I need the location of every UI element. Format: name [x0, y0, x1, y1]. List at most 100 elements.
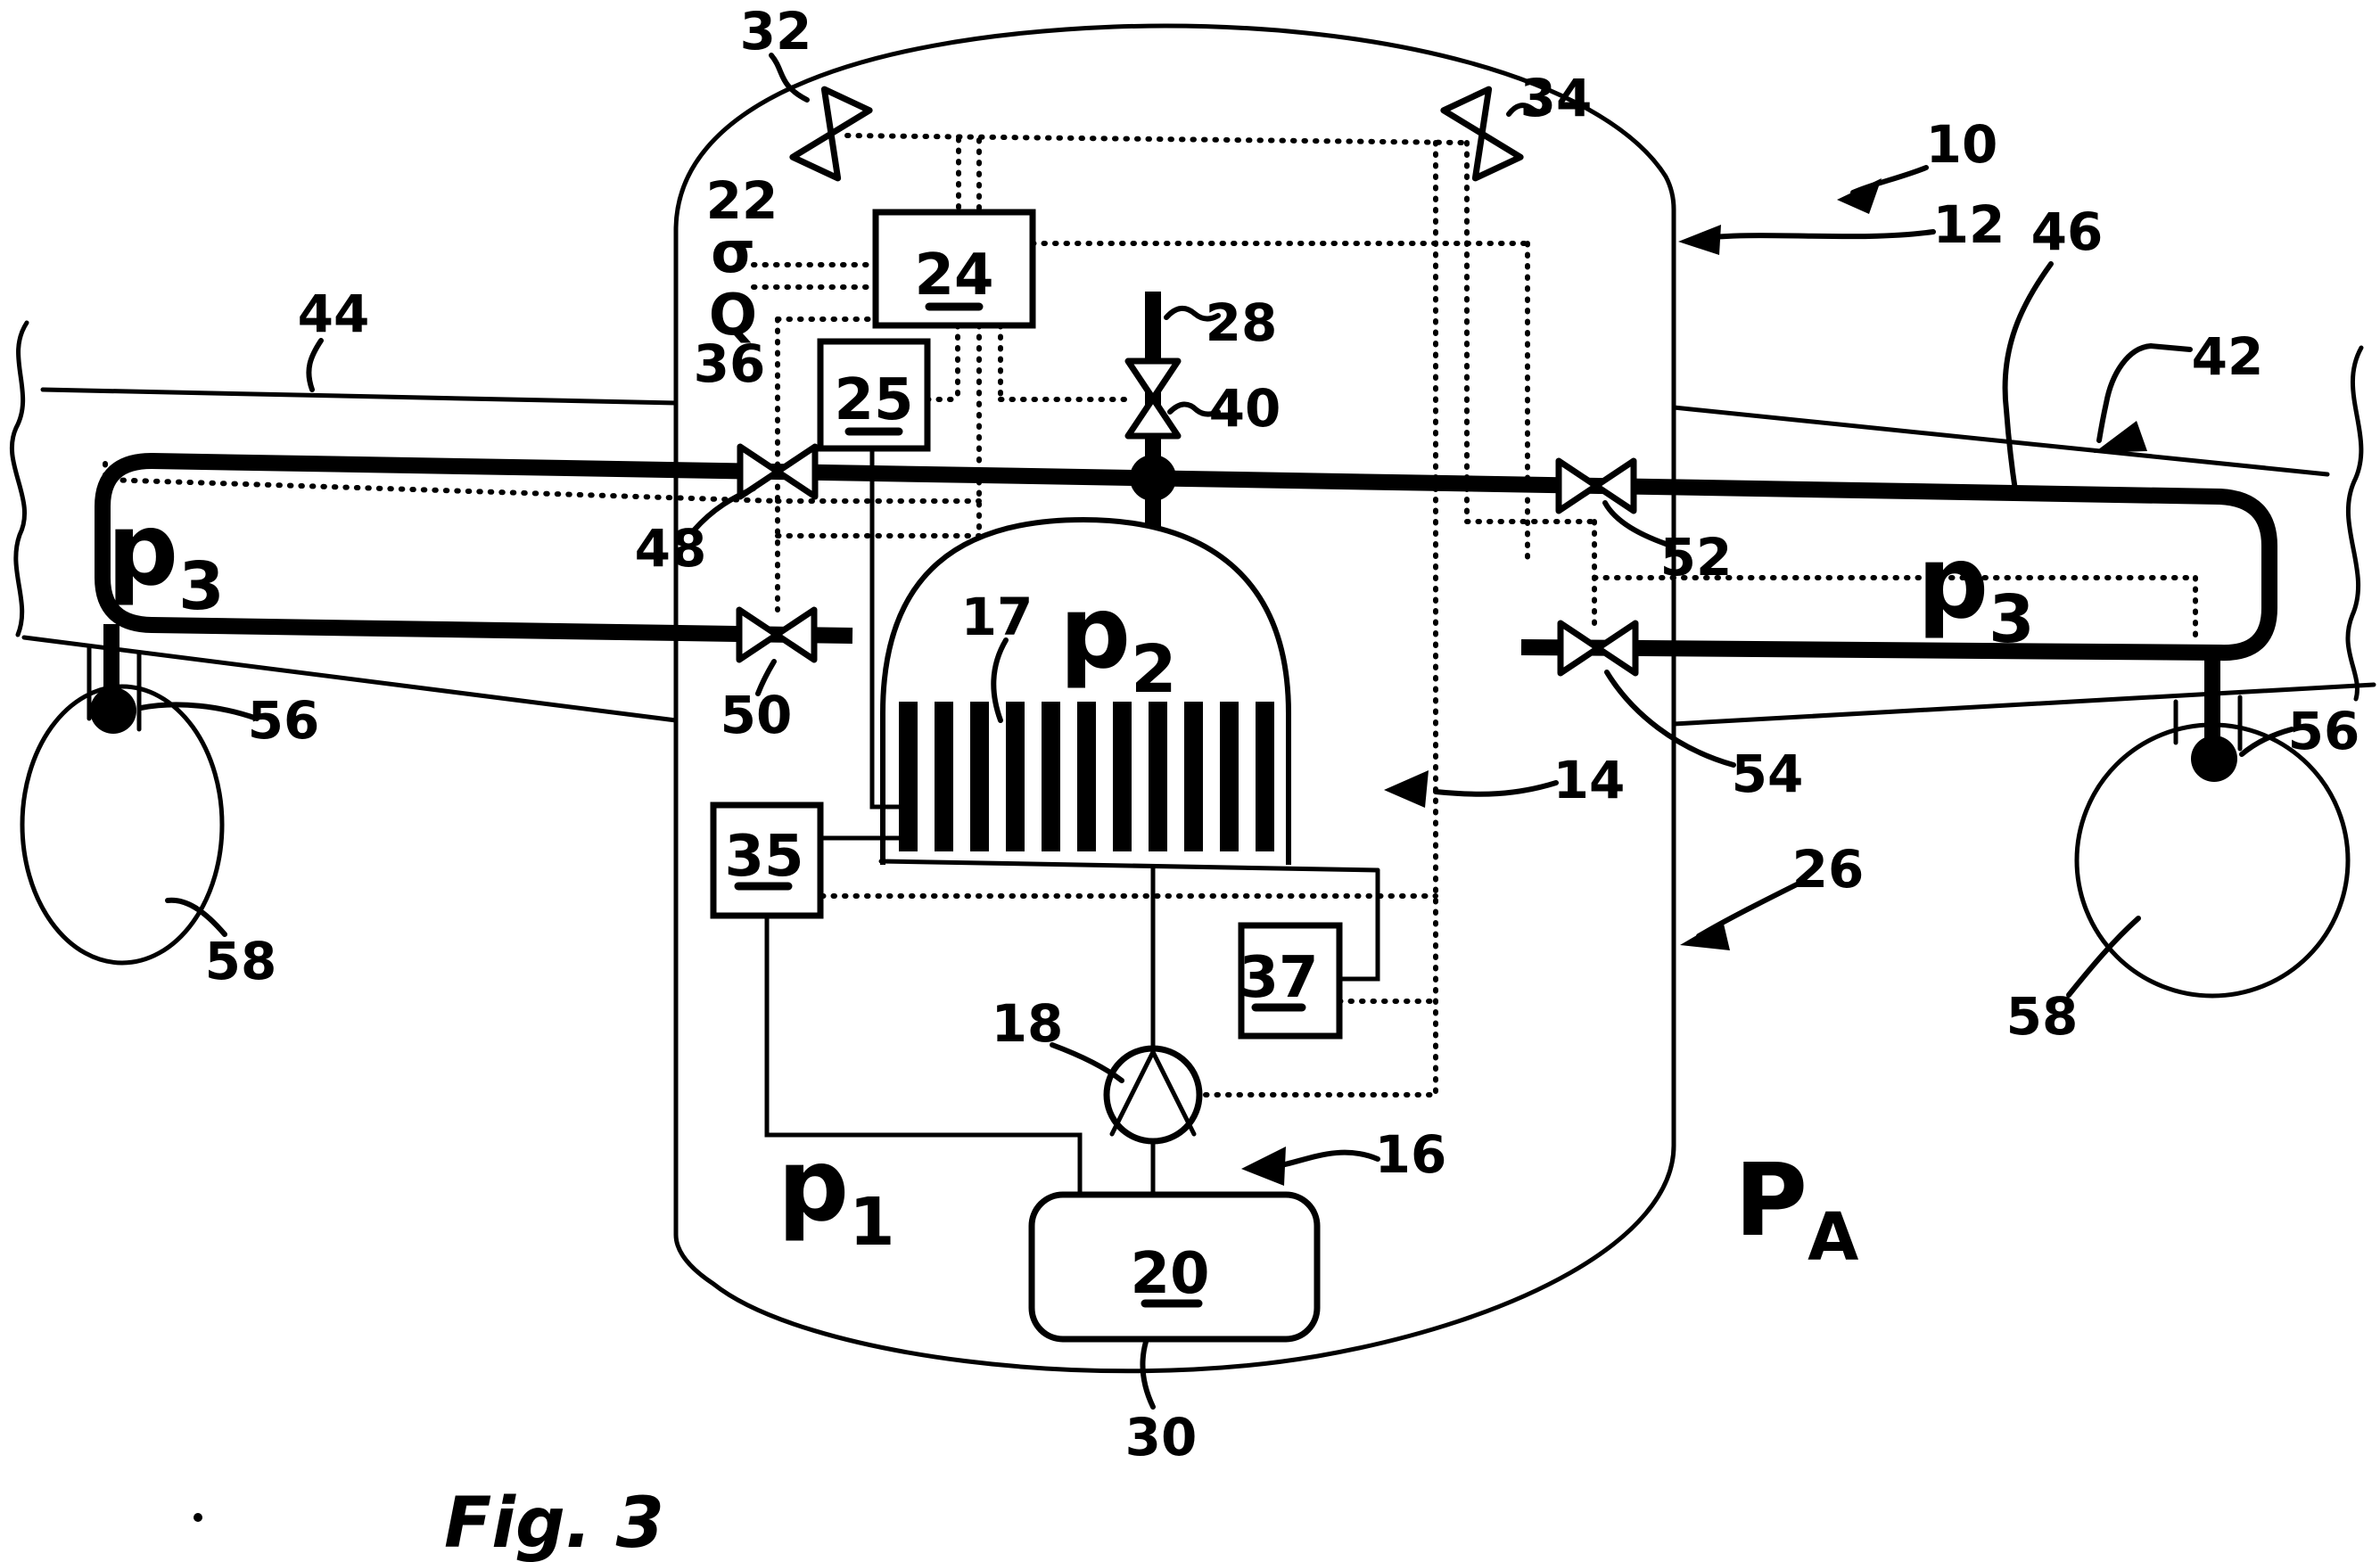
- fuselage-outline: [673, 23, 1676, 1374]
- label-35: 35: [724, 824, 803, 890]
- feed-valve-54: [1557, 620, 1639, 677]
- label-flow-sensor: Q: [709, 283, 757, 349]
- arrow-14-line: [1433, 780, 1559, 797]
- leader-46: [2002, 261, 2054, 493]
- leader-50: [755, 659, 777, 696]
- wing-left-bottom-edge: [21, 635, 679, 723]
- leaders-and-arrows: [138, 53, 2294, 1410]
- label-10: 10: [1926, 114, 1998, 175]
- label-42: 42: [2192, 326, 2264, 387]
- stack-bottom-line: [878, 859, 1380, 873]
- label-22: 22: [706, 170, 778, 231]
- crossfeed-valve-52: [1555, 457, 1637, 514]
- wing-right-top-edge: [1671, 405, 2330, 477]
- outflow-valve-32: [789, 86, 873, 182]
- arrow-16-line: [1274, 1149, 1380, 1169]
- leader-34: [1506, 103, 1551, 117]
- label-12: 12: [1933, 194, 2005, 255]
- label-56-left: 56: [248, 690, 320, 751]
- leader-56-right: [2239, 727, 2294, 757]
- fuel-crossfeed-line: [95, 453, 2277, 662]
- pressure-label-center-tank: p2: [1059, 575, 1177, 708]
- label-54: 54: [1732, 744, 1804, 804]
- label-14: 14: [1553, 750, 1626, 810]
- label-30: 30: [1125, 1407, 1198, 1467]
- arrow-26-head: [1680, 920, 1730, 950]
- label-56-right: 56: [2288, 701, 2360, 761]
- control-line-vent32-vent34: [844, 133, 1465, 145]
- leader-52: [1602, 500, 1668, 547]
- pump-triangle-icon: [1109, 1049, 1197, 1137]
- arrow-14-head: [1384, 770, 1429, 808]
- label-16: 16: [1375, 1124, 1447, 1185]
- label-46: 46: [2031, 201, 2104, 262]
- line-35-to-unit20: [764, 913, 1083, 1196]
- leader-48: [691, 486, 756, 533]
- leader-30: [1140, 1339, 1156, 1410]
- line-25-to-stack: [869, 446, 903, 810]
- fuel-pickup-dot-right: [2191, 736, 2237, 782]
- leader-44: [306, 338, 324, 392]
- valves: [736, 86, 1639, 677]
- engine-left: [20, 684, 225, 966]
- pylon-right-ticks: [2173, 695, 2243, 752]
- leader-32: [769, 53, 810, 103]
- wing-left-break-line: [10, 320, 29, 637]
- label-58-right: 58: [2006, 986, 2079, 1047]
- pressure-label-ambient: PA: [1734, 1143, 1858, 1276]
- arrow-42-line: [2096, 342, 2193, 443]
- pressure-label-wing-left: p3: [107, 492, 225, 625]
- label-52: 52: [1660, 527, 1733, 588]
- label-40: 40: [1209, 378, 1281, 439]
- leader-58-left: [165, 897, 227, 937]
- leader-54: [1604, 670, 1736, 768]
- arrow-12-line: [1693, 229, 1936, 242]
- label-28: 28: [1206, 292, 1278, 353]
- wing-left-top-edge: [40, 387, 679, 406]
- label-24: 24: [914, 243, 993, 308]
- label-48: 48: [635, 518, 707, 579]
- pylon-left-ticks: [86, 645, 142, 732]
- label-36: 36: [694, 333, 766, 394]
- label-37: 37: [1239, 945, 1318, 1011]
- engine-right: [2074, 722, 2351, 999]
- wing-right-bottom-edge: [1671, 682, 2376, 727]
- label-sigma-sensor: σ: [711, 220, 755, 286]
- leader-40: [1167, 401, 1221, 417]
- wing-right-break-line: [2345, 345, 2364, 702]
- fuel-pickup-dot-left: [90, 687, 136, 734]
- label-32: 32: [740, 1, 812, 62]
- label-58-left: 58: [205, 931, 277, 991]
- sensor-box-37: [1238, 922, 1343, 1040]
- vent-valve-40: [1124, 358, 1182, 440]
- pressure-label-wing-right: p3: [1917, 525, 2035, 658]
- label-25: 25: [834, 367, 913, 433]
- arrow-10-head: [1837, 178, 1882, 214]
- figure-caption: Fig. 3: [444, 1484, 664, 1562]
- label-17: 17: [961, 587, 1034, 647]
- box-number-underlines: [734, 302, 1306, 1308]
- leader-58-right: [2066, 916, 2141, 998]
- pump-18: [1103, 1045, 1203, 1145]
- label-18: 18: [992, 993, 1064, 1054]
- pressure-label-cabin: p1: [778, 1128, 895, 1261]
- arrow-16-head: [1241, 1147, 1286, 1186]
- label-34: 34: [1520, 68, 1593, 128]
- line-stack-to-37: [1337, 867, 1380, 982]
- stray-ink-dot: [194, 1513, 202, 1522]
- label-50: 50: [721, 685, 793, 745]
- leader-28: [1164, 306, 1221, 322]
- outflow-valve-34: [1440, 86, 1524, 182]
- arrow-12-head: [1678, 225, 1721, 255]
- membrane-stack-17: [899, 702, 1274, 851]
- leader-18: [1050, 1042, 1124, 1083]
- arrow-42-head: [2094, 421, 2147, 453]
- water-unit-box-20: [1028, 1191, 1321, 1343]
- crossfeed-valve-48: [737, 443, 819, 500]
- vent-junction-dot: [1130, 455, 1176, 501]
- leader-17: [991, 637, 1009, 723]
- feed-valve-50: [736, 606, 818, 663]
- leader-56-left: [138, 702, 259, 721]
